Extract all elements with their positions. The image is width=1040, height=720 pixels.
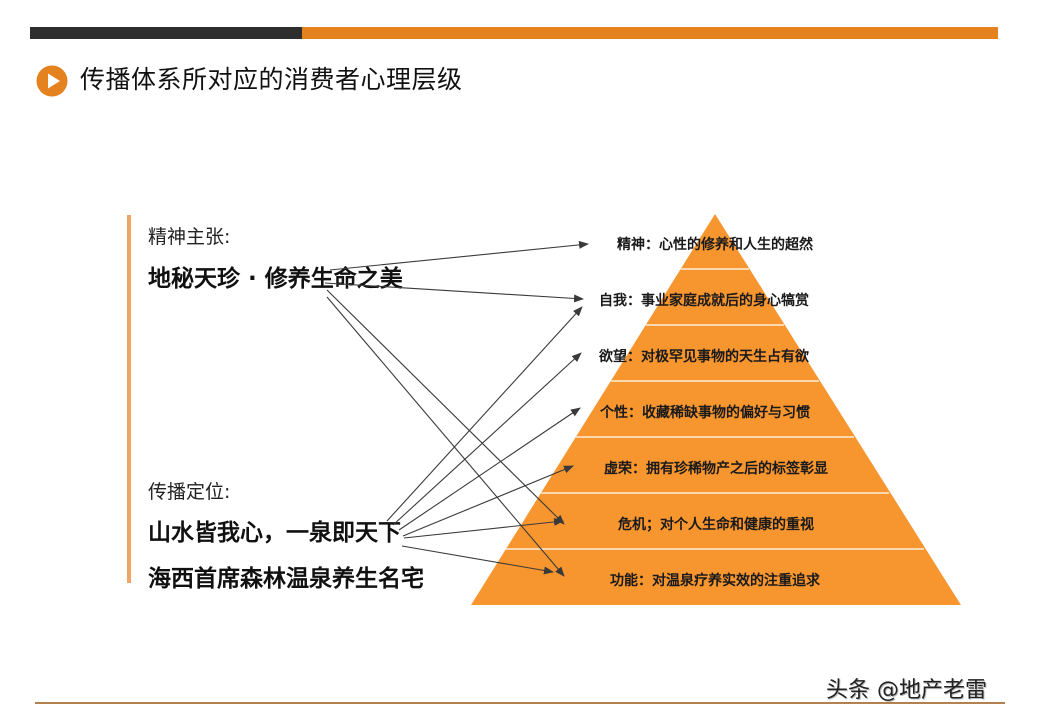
position-slogan-2: 海西首席森林温泉养生名宅: [148, 566, 424, 592]
pyramid-level-individuality: 个性：收藏稀缺事物的偏好与习惯: [600, 405, 810, 421]
watermark: 头条 @地产老雷: [826, 678, 987, 703]
arrows-position: [386, 306, 583, 575]
pyramid-level-function: 功能：对温泉疗养实效的注重追求: [610, 573, 820, 589]
pyramid-dividers: [506, 268, 924, 550]
page-title: 传播体系所对应的消费者心理层级: [80, 65, 463, 94]
play-circle-icon: [36, 65, 68, 97]
left-accent-rule: [127, 215, 131, 583]
pyramid-level-spirit: 精神：心性的修养和人生的超然: [617, 237, 813, 253]
footer-rule: [35, 702, 1005, 704]
header-bar-dark: [30, 27, 302, 39]
header-bar-accent: [302, 27, 998, 39]
spirit-label: 精神主张:: [148, 226, 231, 248]
position-slogan-1: 山水皆我心，一泉即天下: [148, 520, 401, 546]
spirit-slogan: 地秘天珍 · 修养生命之美: [148, 266, 403, 292]
pyramid-level-crisis: 危机；对个人生命和健康的重视: [618, 517, 814, 533]
pyramid-shape: [471, 214, 961, 605]
pyramid-level-vanity: 虚荣：拥有珍稀物产之后的标签彰显: [604, 461, 828, 477]
pyramid-level-self: 自我：事业家庭成就后的身心犒赏: [599, 293, 809, 309]
position-label: 传播定位:: [148, 481, 231, 503]
pyramid-level-desire: 欲望：对极罕见事物的天生占有欲: [599, 349, 809, 365]
arrows-spirit: [324, 240, 589, 577]
